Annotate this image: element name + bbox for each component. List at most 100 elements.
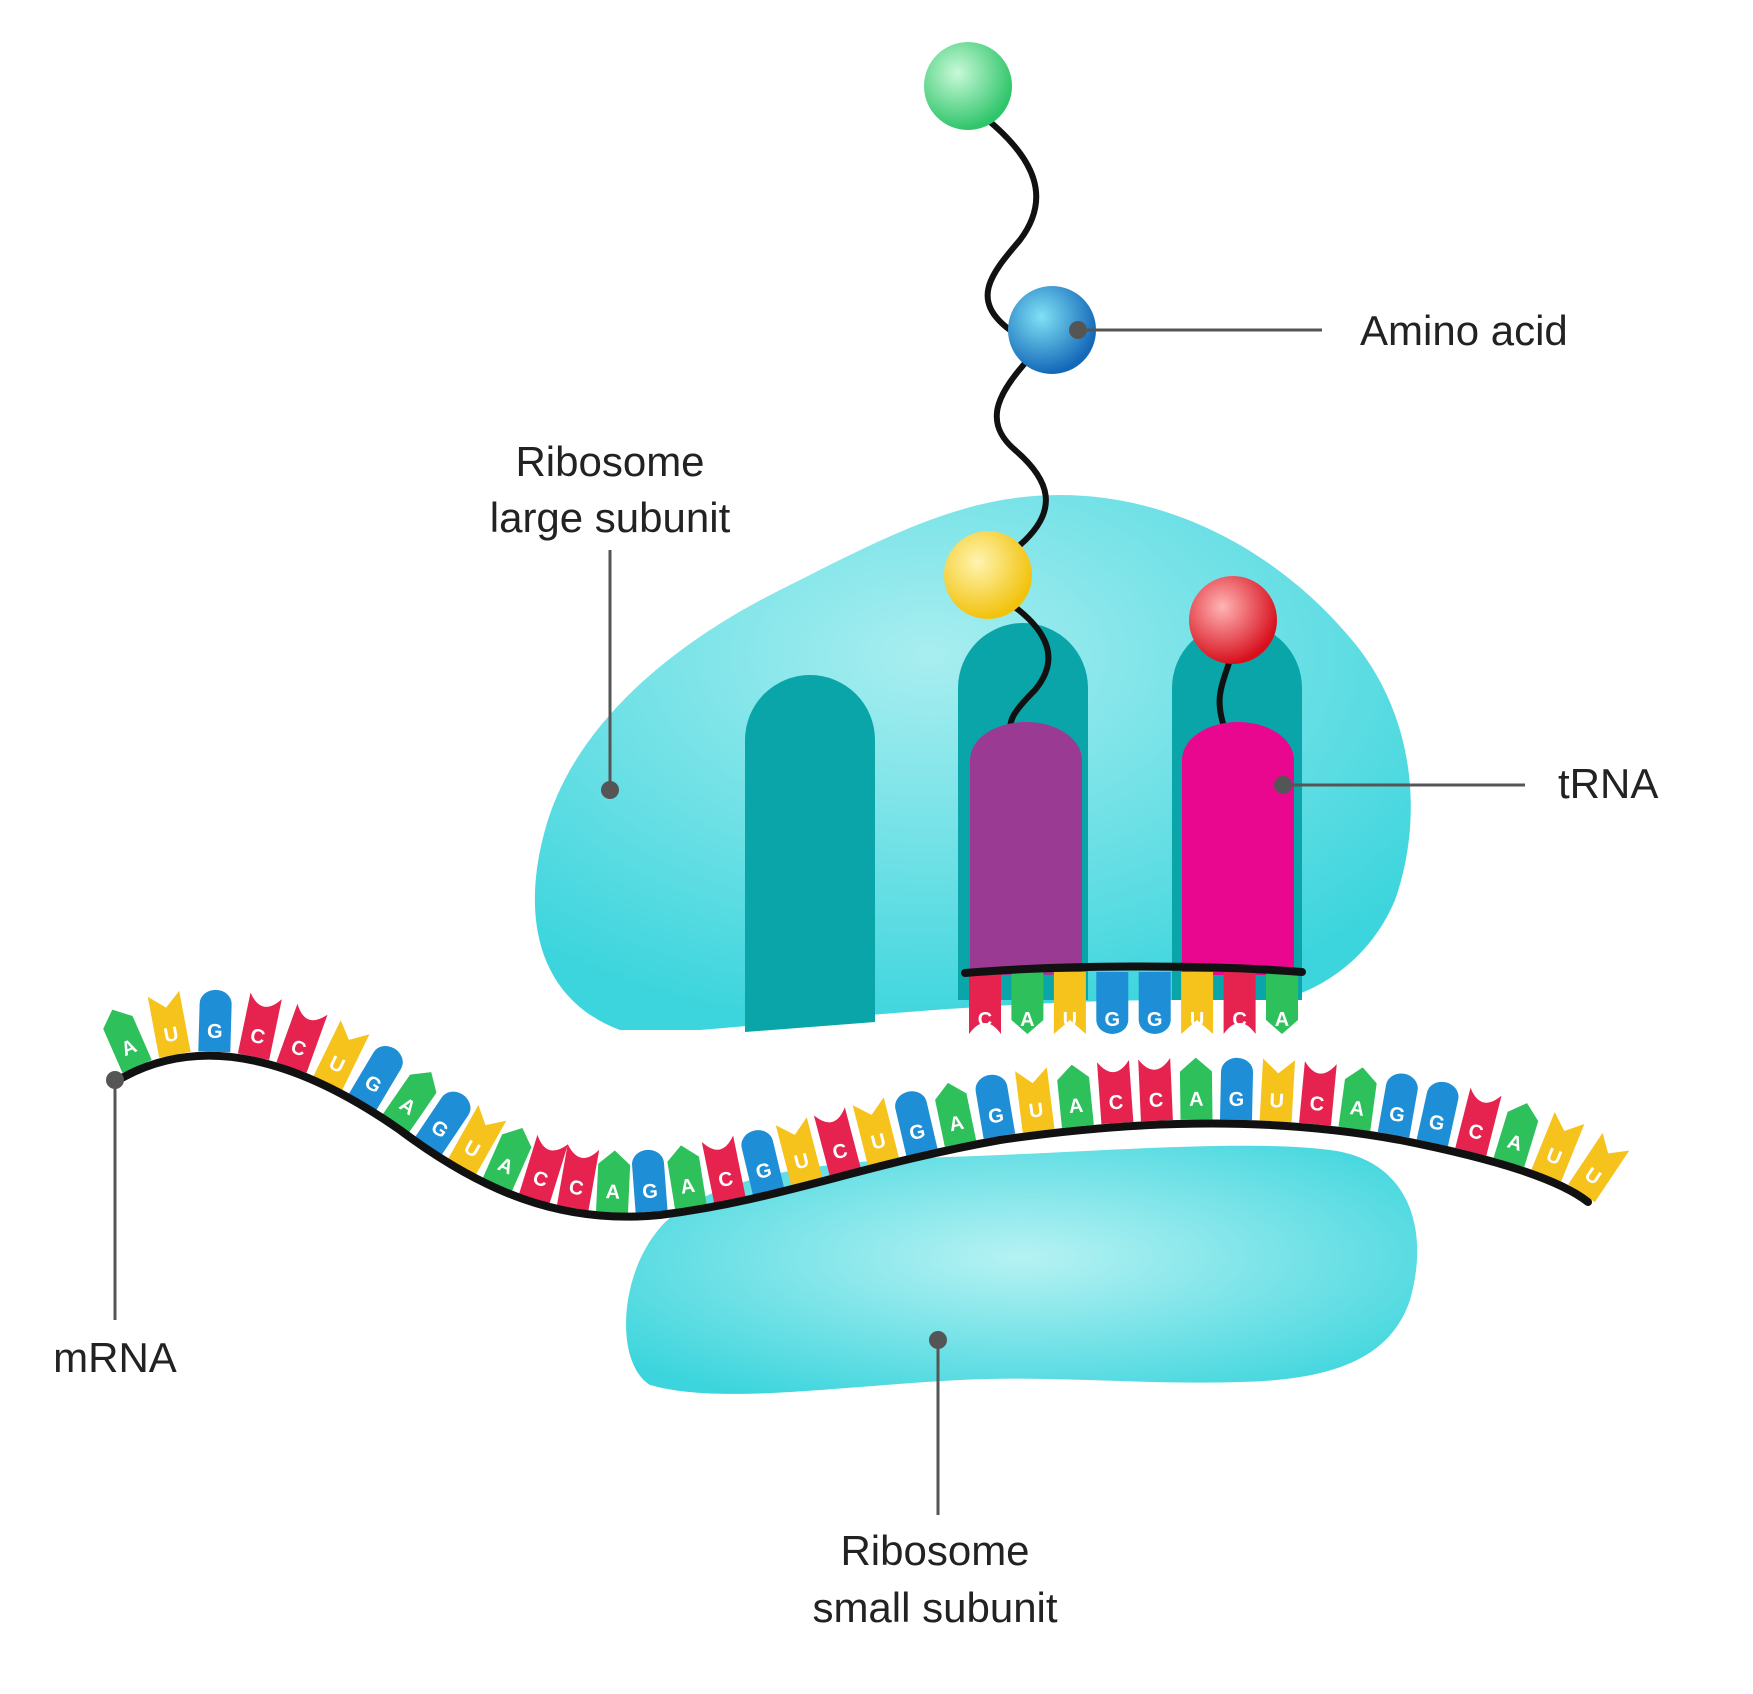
label-small-subunit-line1: Ribosome	[840, 1527, 1029, 1574]
mrna-base-14-letter: A	[605, 1181, 620, 1204]
mrna-base-32: C	[1299, 1061, 1337, 1126]
mrna-base-23-shape	[935, 1082, 977, 1147]
label-mrna: mRNA	[53, 1334, 177, 1381]
mrna-base-12: C	[519, 1134, 569, 1204]
mrna-base-2: U	[147, 990, 191, 1058]
mrna-base-22-letter: G	[907, 1120, 927, 1145]
mrna-base-31-shape	[1259, 1058, 1296, 1123]
anticodon-base-1-letter: C	[978, 1009, 992, 1031]
mrna-base-8: A	[382, 1072, 437, 1133]
ribosome-small-subunit	[626, 1145, 1418, 1394]
mrna-base-22: G	[895, 1091, 938, 1156]
leader-dot-large-subunit	[601, 781, 619, 799]
mrna-base-37-letter: A	[1505, 1131, 1525, 1156]
mrna-base-33-letter: A	[1348, 1097, 1365, 1121]
leader-dot-mrna	[106, 1071, 124, 1089]
amino-acid-yellow	[944, 531, 1032, 619]
label-trna: tRNA	[1558, 760, 1658, 807]
mrna-base-10-shape	[447, 1105, 507, 1175]
anticodon-base-1: C	[969, 972, 1001, 1034]
mrna-base-11: A	[482, 1128, 532, 1192]
peptide-bond-3	[1003, 597, 1052, 736]
mrna-base-3: G	[198, 989, 232, 1053]
mrna-base-14-shape	[596, 1150, 631, 1214]
mrna-base-10: U	[447, 1105, 507, 1175]
anticodon-base-4-letter: G	[1105, 1009, 1121, 1031]
mrna-base-35: G	[1416, 1081, 1459, 1147]
mrna-base-21: U	[852, 1097, 899, 1166]
trna-p-site	[970, 722, 1082, 975]
mrna-base-25-letter: U	[1028, 1099, 1045, 1123]
anticodon-base-6-shape	[1181, 972, 1214, 1034]
mrna-base-35-shape	[1416, 1081, 1459, 1147]
mrna-base-30-shape	[1220, 1057, 1254, 1121]
mrna-base-39: U	[1568, 1132, 1630, 1203]
trna-anticodon-backbone	[961, 962, 1306, 977]
mrna-base-24: G	[975, 1074, 1016, 1139]
mrna-base-33: A	[1338, 1067, 1377, 1131]
mrna-base-19-shape	[775, 1117, 823, 1186]
mrna-base-19-letter: U	[792, 1149, 812, 1174]
anticodon-base-7-letter: C	[1232, 1009, 1246, 1031]
anticodon-base-2-shape	[1011, 972, 1044, 1034]
mrna-base-29: A	[1179, 1057, 1213, 1120]
mrna-base-20: C	[813, 1107, 861, 1176]
anticodon-base-8: A	[1266, 972, 1298, 1034]
mrna-base-5-shape	[276, 1003, 328, 1073]
ribosome-e-site-pocket	[745, 675, 875, 1032]
mrna-base-37-shape	[1493, 1103, 1539, 1168]
leader-dot-trna	[1274, 776, 1292, 794]
mrna-base-38-shape	[1531, 1112, 1585, 1182]
anticodon-base-6: U	[1181, 972, 1214, 1034]
peptide-bond-1	[976, 109, 1040, 333]
mrna-base-28-letter: C	[1148, 1089, 1163, 1112]
label-large-subunit-line1: Ribosome	[515, 438, 704, 485]
mrna-base-28: C	[1138, 1058, 1173, 1122]
mrna-base-17-letter: C	[717, 1168, 736, 1192]
label-amino-acid: Amino acid	[1360, 307, 1568, 354]
mrna-base-35-letter: G	[1427, 1111, 1447, 1136]
mrna-base-1-shape	[103, 1009, 152, 1073]
mrna-base-12-shape	[519, 1134, 569, 1204]
anticodon-base-8-letter: A	[1275, 1009, 1289, 1031]
mrna-base-2-shape	[147, 990, 191, 1058]
mrna-base-19: U	[775, 1117, 823, 1186]
anticodon-base-6-letter: U	[1190, 1009, 1204, 1031]
mrna-base-7: G	[348, 1046, 403, 1110]
mrna-base-17-shape	[701, 1135, 746, 1203]
mrna-base-27-shape	[1097, 1060, 1134, 1125]
mrna-base-32-shape	[1299, 1061, 1337, 1126]
mrna-base-27: C	[1097, 1060, 1134, 1125]
mrna-base-6: U	[313, 1020, 370, 1091]
anticodon-base-4-shape	[1096, 972, 1129, 1034]
mrna-base-32-letter: C	[1309, 1093, 1325, 1116]
mrna-base-2-letter: U	[162, 1023, 180, 1047]
mrna-base-38: U	[1531, 1112, 1585, 1182]
mrna-base-5: C	[276, 1003, 328, 1073]
label-large-subunit-line2: large subunit	[490, 494, 731, 541]
anticodon-base-4: G	[1096, 972, 1129, 1034]
mrna-base-20-letter: C	[830, 1139, 850, 1164]
mrna-base-4-letter: C	[248, 1025, 267, 1049]
leader-dot-amino-acid	[1069, 321, 1087, 339]
mrna-base-21-letter: U	[869, 1130, 888, 1155]
mrna-base-7-shape	[348, 1046, 403, 1110]
mrna-base-25: U	[1015, 1067, 1055, 1133]
anticodon-base-7: C	[1223, 972, 1256, 1034]
mrna-base-6-shape	[313, 1020, 370, 1091]
anticodon-base-3-letter: U	[1063, 1009, 1077, 1031]
mrna-base-36-shape	[1455, 1087, 1502, 1156]
mrna-base-30-letter: G	[1228, 1089, 1244, 1111]
mrna-base-15-shape	[632, 1149, 668, 1213]
mrna-base-12-letter: C	[530, 1167, 550, 1192]
mrna-base-28-shape	[1138, 1058, 1173, 1122]
mrna-base-37: A	[1493, 1103, 1539, 1168]
mrna-base-39-shape	[1568, 1132, 1630, 1203]
anticodon-base-8-shape	[1266, 972, 1298, 1034]
mrna-base-18-shape	[741, 1130, 784, 1195]
trna-a-site	[1182, 722, 1294, 975]
anticodon-base-2: A	[1011, 972, 1044, 1034]
mrna-base-8-shape	[382, 1072, 437, 1133]
amino-acid-red	[1189, 576, 1277, 664]
